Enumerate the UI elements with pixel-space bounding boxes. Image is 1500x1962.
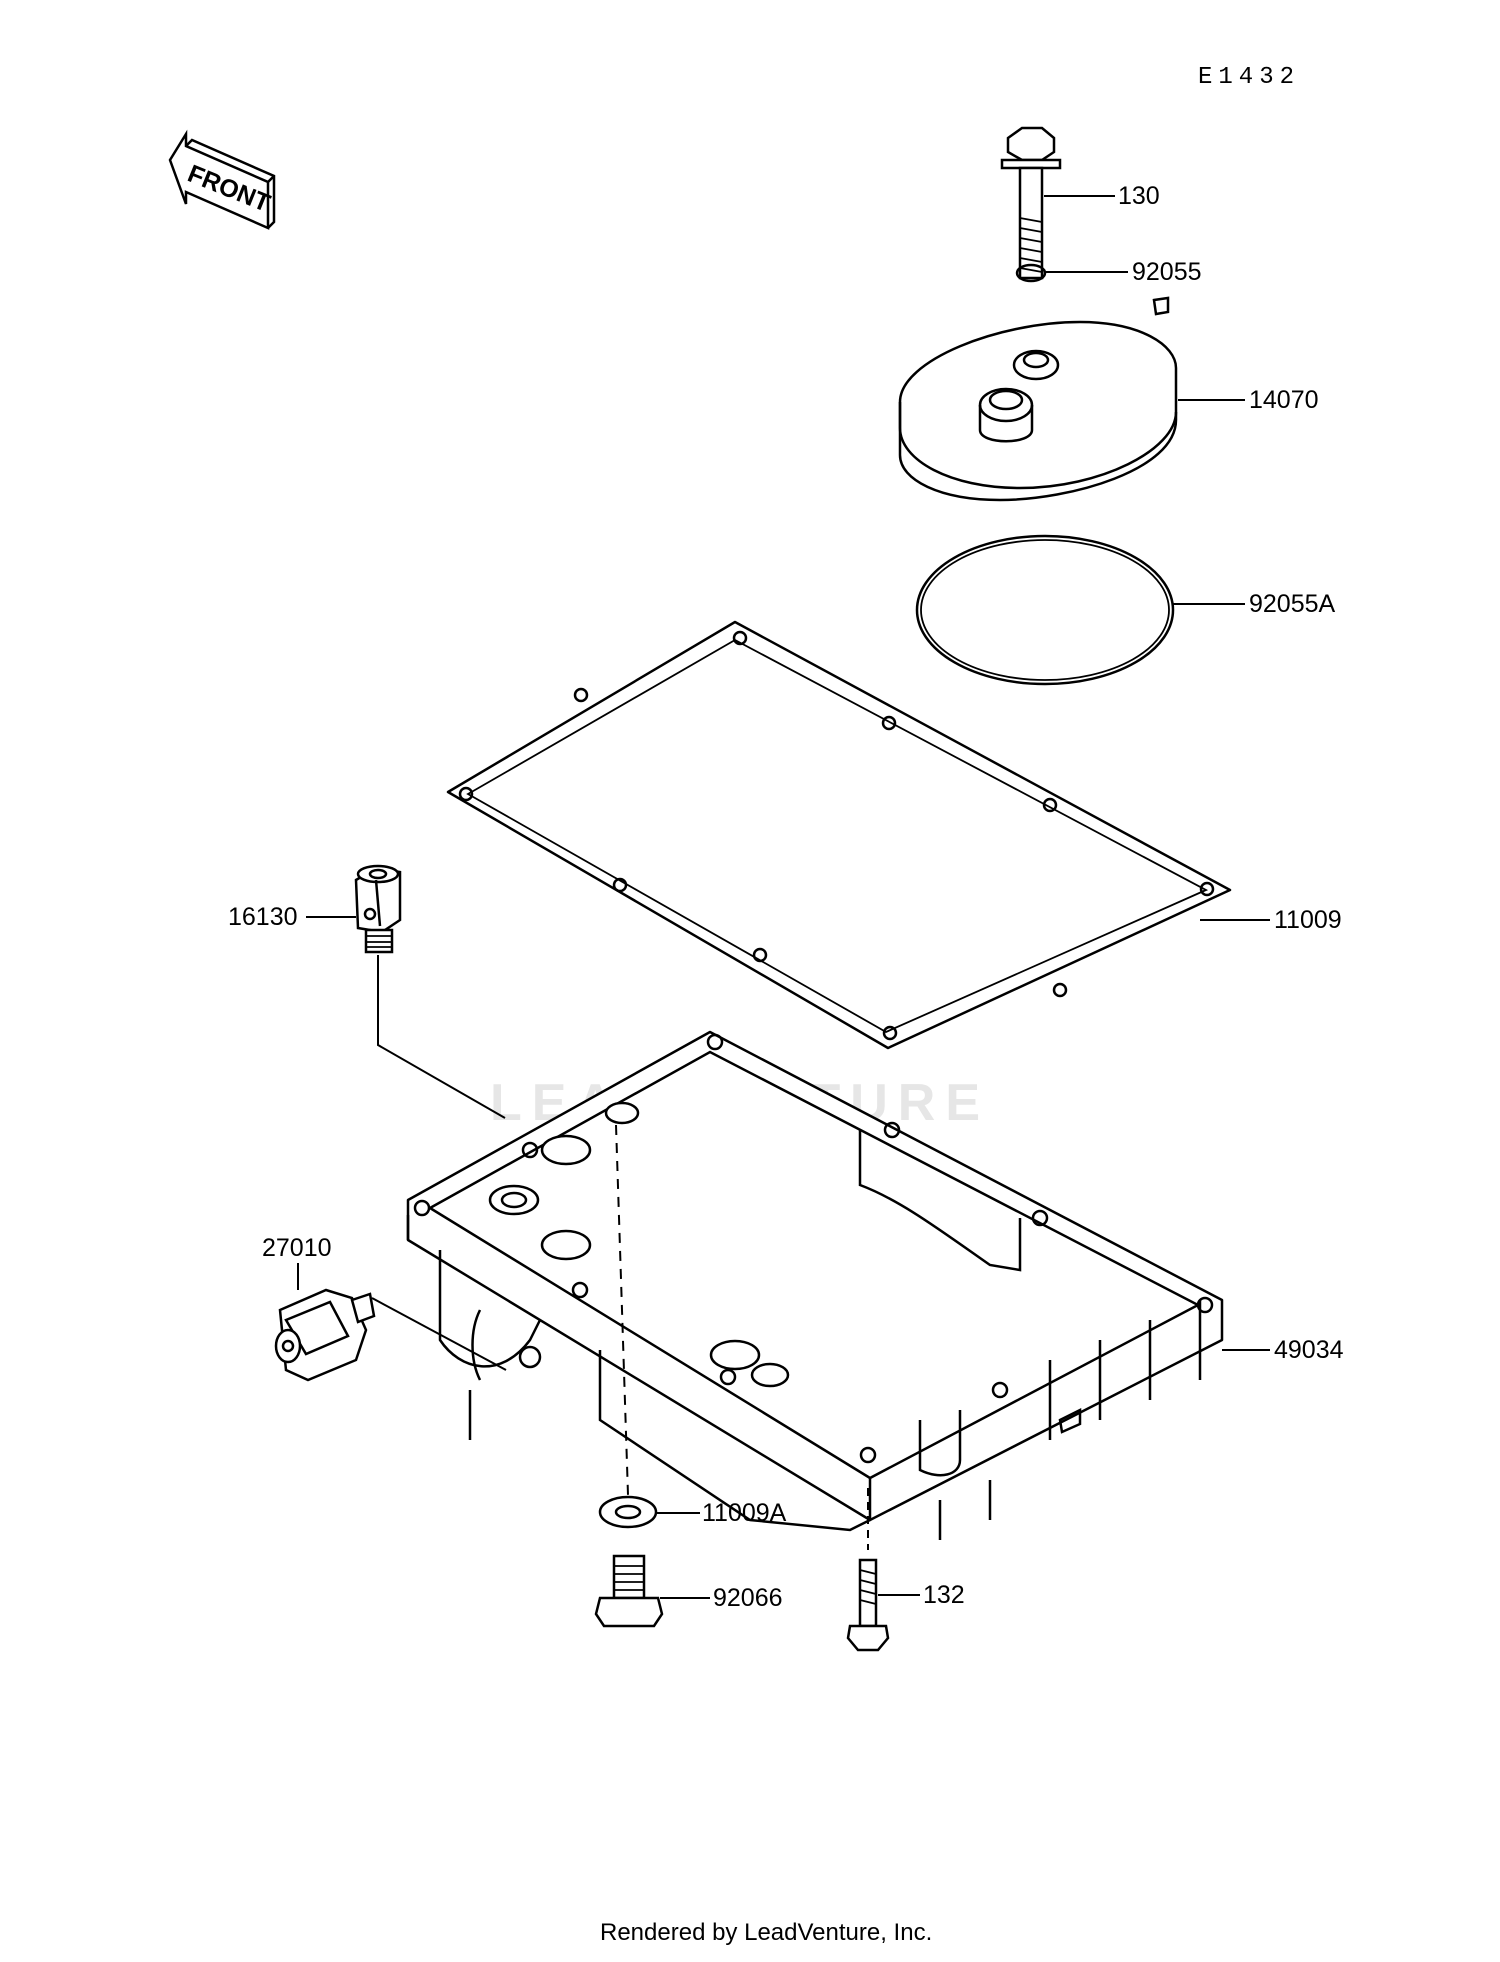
o-ring-92055a[interactable]	[915, 534, 1175, 686]
gasket-11009[interactable]	[446, 620, 1232, 1050]
part-label-132: 132	[923, 1581, 965, 1609]
part-label-27010: 27010	[262, 1234, 332, 1262]
cover-14070[interactable]	[898, 296, 1178, 502]
part-label-16130: 16130	[228, 903, 298, 931]
washer-11009a[interactable]	[598, 1495, 658, 1529]
part-label-14070: 14070	[1249, 386, 1319, 414]
bolt-130[interactable]	[1000, 126, 1062, 280]
part-label-11009: 11009	[1274, 906, 1342, 934]
diagram-code: E1432	[1198, 64, 1300, 91]
part-label-92066: 92066	[713, 1584, 783, 1612]
part-label-92055a: 92055A	[1249, 590, 1336, 618]
part-label-92055: 92055	[1132, 258, 1202, 286]
plug-92066[interactable]	[594, 1554, 664, 1628]
part-label-11009a: 11009A	[702, 1499, 787, 1527]
o-ring-92055[interactable]	[1015, 263, 1047, 283]
fitting-16130[interactable]	[354, 864, 402, 954]
part-label-49034: 49034	[1274, 1336, 1344, 1364]
switch-27010[interactable]	[274, 1288, 376, 1382]
front-arrow-icon: FRONT	[168, 129, 276, 230]
footer-credit: Rendered by LeadVenture, Inc.	[600, 1919, 932, 1946]
bolt-132[interactable]	[846, 1488, 890, 1652]
part-label-130: 130	[1118, 182, 1160, 210]
oil-pan-49034[interactable]	[406, 1030, 1224, 1540]
